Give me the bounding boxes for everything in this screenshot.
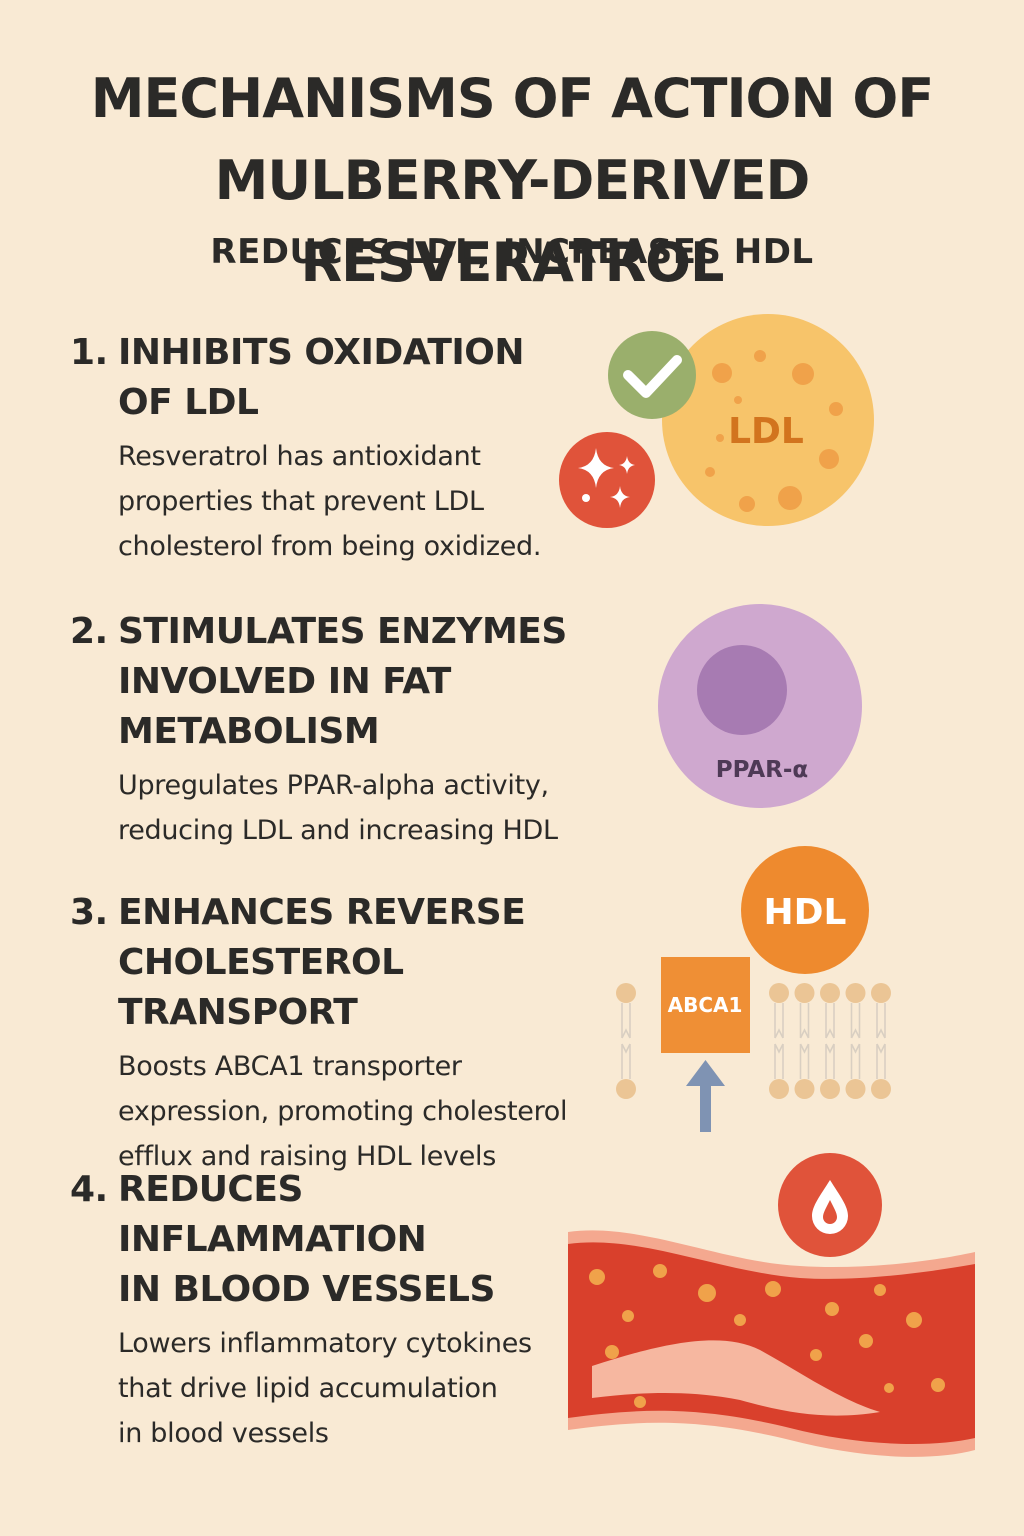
page-subtitle: REDUCES LDL, INCREASES HDL [210, 232, 814, 272]
abca1-transporter: ABCA1 [661, 957, 750, 1053]
ppar-label: PPAR-α [716, 757, 808, 783]
description-line: Resveratrol has antioxidant [118, 441, 481, 472]
blood-drop-icon [778, 1153, 882, 1257]
section-heading: 1. INHIBITS OXIDATION OF LDL [70, 328, 630, 428]
phospholipid-head [845, 983, 866, 1003]
phospholipid-tail [799, 1003, 810, 1079]
section-fat-metabolism: 2. STIMULATES ENZYMES INVOLVED IN FAT ME… [70, 607, 630, 853]
description-line: Lowers inflammatory cytokines [118, 1328, 532, 1359]
section-number: 3. [70, 892, 108, 933]
description-line: expression, promoting cholesterol [118, 1096, 568, 1127]
heading-line: METABOLISM [118, 711, 380, 752]
abca1-label: ABCA1 [668, 993, 743, 1017]
section-number: 4. [70, 1169, 108, 1210]
description-line: cholesterol from being oxidized. [118, 531, 542, 562]
ldl-particle: LDL [662, 314, 874, 526]
description-line: that drive lipid accumulation [118, 1373, 498, 1404]
section-heading: 2. STIMULATES ENZYMES INVOLVED IN FAT ME… [70, 607, 630, 757]
phospholipid-tail [876, 1003, 886, 1079]
section-description: Resveratrol has antioxidant properties t… [70, 434, 630, 569]
section-ldl-oxidation: 1. INHIBITS OXIDATION OF LDL Resveratrol… [70, 328, 630, 569]
section-reverse-transport: 3. ENHANCES REVERSE CHOLESTEROL TRANSPOR… [70, 888, 650, 1179]
phospholipid-tail [825, 1003, 835, 1079]
heading-line: STIMULATES ENZYMES [118, 611, 567, 652]
section-description: Upregulates PPAR-alpha activity, reducin… [70, 763, 630, 853]
hdl-label: HDL [764, 892, 847, 933]
ldl-label: LDL [728, 411, 804, 452]
heading-line: OF LDL [118, 382, 259, 423]
title-line-2: MULBERRY-DERIVED RESVERATROL [214, 149, 811, 294]
phospholipid-head [820, 983, 840, 1003]
phospholipid-head [794, 1079, 815, 1099]
title-line-1: MECHANISMS OF ACTION OF [90, 67, 934, 130]
phospholipid-tail [774, 1003, 784, 1079]
heading-line: IN BLOOD VESSELS [118, 1269, 495, 1310]
description-line: in blood vessels [118, 1418, 329, 1449]
heading-line: REDUCES INFLAMMATION [118, 1169, 427, 1260]
heading-line: ENHANCES REVERSE [118, 892, 526, 933]
phospholipid-head [871, 1079, 891, 1099]
section-number: 2. [70, 611, 108, 652]
hdl-particle: HDL [741, 846, 869, 974]
phospholipid-head [769, 983, 789, 1003]
heading-line: INHIBITS OXIDATION [118, 332, 525, 373]
phospholipid-head [769, 1079, 789, 1099]
phospholipid-tail [621, 1003, 631, 1079]
phospholipid-head [616, 983, 636, 1003]
section-heading: 4. REDUCES INFLAMMATION IN BLOOD VESSELS [70, 1165, 590, 1315]
up-arrow-icon [686, 1060, 725, 1132]
cell-membrane [616, 983, 891, 1099]
heading-line: CHOLESTEROL TRANSPORT [118, 942, 404, 1033]
section-description: Lowers inflammatory cytokines that drive… [70, 1321, 590, 1456]
section-heading: 3. ENHANCES REVERSE CHOLESTEROL TRANSPOR… [70, 888, 650, 1038]
blood-vessel [568, 1230, 975, 1457]
phospholipid-head [820, 1079, 840, 1099]
phospholipid-head [794, 983, 815, 1003]
description-line: reducing LDL and increasing HDL [118, 815, 558, 846]
ppar-alpha-cell: PPAR-α [658, 604, 862, 808]
heading-line: INVOLVED IN FAT [118, 661, 451, 702]
phospholipid-tail [850, 1003, 861, 1079]
phospholipid-head [845, 1079, 866, 1099]
description-line: properties that prevent LDL [118, 486, 484, 517]
section-inflammation: 4. REDUCES INFLAMMATION IN BLOOD VESSELS… [70, 1165, 590, 1456]
sparkle-icon [559, 432, 655, 528]
phospholipid-head [871, 983, 891, 1003]
description-line: Upregulates PPAR-alpha activity, [118, 770, 549, 801]
phospholipid-head [616, 1079, 636, 1099]
description-line: Boosts ABCA1 transporter [118, 1051, 462, 1082]
description-line: efflux and raising HDL levels [118, 1141, 497, 1172]
check-icon [608, 331, 696, 419]
section-description: Boosts ABCA1 transporter expression, pro… [70, 1044, 650, 1179]
page-title: MECHANISMS OF ACTION OF MULBERRY-DERIVED… [0, 58, 1024, 304]
section-number: 1. [70, 332, 108, 373]
